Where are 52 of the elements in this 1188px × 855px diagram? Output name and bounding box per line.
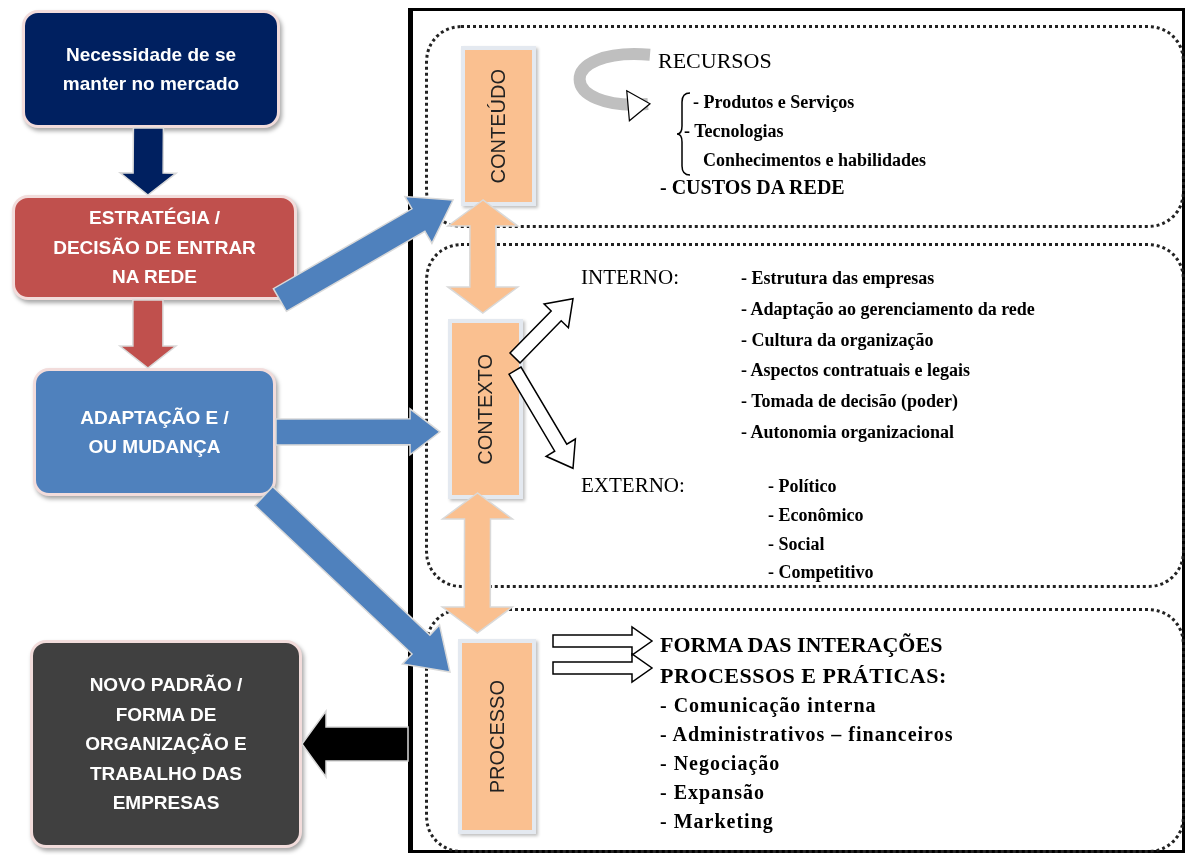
block-arrow [253, 485, 451, 673]
curved-arrow [573, 48, 651, 121]
list-item: - Econômico [768, 503, 865, 527]
block-arrow [552, 652, 654, 684]
tag-label: CONTEXTO [474, 353, 497, 465]
section-heading: EXTERNO: [581, 472, 686, 498]
list-item: - Adaptação ao gerenciamento da rede [741, 297, 1036, 321]
box-label: NOVO PADRÃO / FORMA DE ORGANIZAÇÃO E TRABALHO DAS EMPRESAS [84, 673, 248, 816]
list-item: - Cultura da organização [741, 328, 935, 352]
category-tag [448, 319, 523, 499]
section-heading: PROCESSOS E PRÁTICAS: [660, 662, 948, 690]
list-item: - Tecnologias [684, 120, 785, 143]
category-tag [458, 639, 536, 834]
box-label: ADAPTAÇÃO E / OU MUDANÇA [79, 405, 230, 459]
section-heading: FORMA DAS INTERAÇÕES [660, 632, 1090, 662]
list-item: - Negociação [660, 751, 782, 777]
block-arrow [440, 492, 515, 634]
list-item: - Expansão [660, 780, 767, 806]
section-heading: RECURSOS [658, 48, 858, 80]
process-box [22, 10, 280, 128]
list-item: - Comunicação interna [660, 693, 878, 719]
list-item: - CUSTOS DA REDE [660, 176, 940, 208]
list-item: - Autonomia organizacional [741, 421, 955, 445]
list-item: - Administrativos – financeiros [660, 722, 955, 747]
block-arrow [507, 365, 577, 470]
block-arrow [508, 297, 574, 364]
box-label: ESTRATÉGIA / DECISÃO DE ENTRAR NA REDE [52, 206, 257, 290]
list-item: - Social [768, 532, 826, 556]
block-arrow [272, 195, 455, 313]
process-box [30, 640, 302, 848]
tag-label: CONTEÚDO [487, 68, 510, 184]
list-item: Conhecimentos e habilidades [703, 149, 928, 172]
list-item: - Estrutura das empresas [741, 267, 936, 290]
box-label: Necessidade de se manter no mercado [61, 42, 241, 96]
block-arrow [301, 708, 409, 780]
process-box [12, 195, 297, 300]
block-arrow [445, 199, 521, 314]
list-item: - Tomada de decisão (poder) [741, 390, 959, 414]
process-box [33, 368, 276, 496]
tag-label: PROCESSO [485, 679, 509, 794]
list-item: - Político [768, 475, 838, 498]
block-arrow [117, 299, 179, 369]
list-item: - Marketing [660, 809, 775, 835]
block-arrow [117, 127, 179, 196]
block-arrow [552, 625, 654, 657]
category-tag [461, 46, 536, 206]
frame-border [408, 8, 1185, 853]
list-item: - Produtos e Serviços [693, 91, 856, 114]
block-arrow [275, 407, 442, 457]
list-item: - Competitivo [768, 561, 875, 585]
list-item: - Aspectos contratuais e legais [741, 359, 971, 383]
section-heading: INTERNO: [581, 264, 680, 290]
